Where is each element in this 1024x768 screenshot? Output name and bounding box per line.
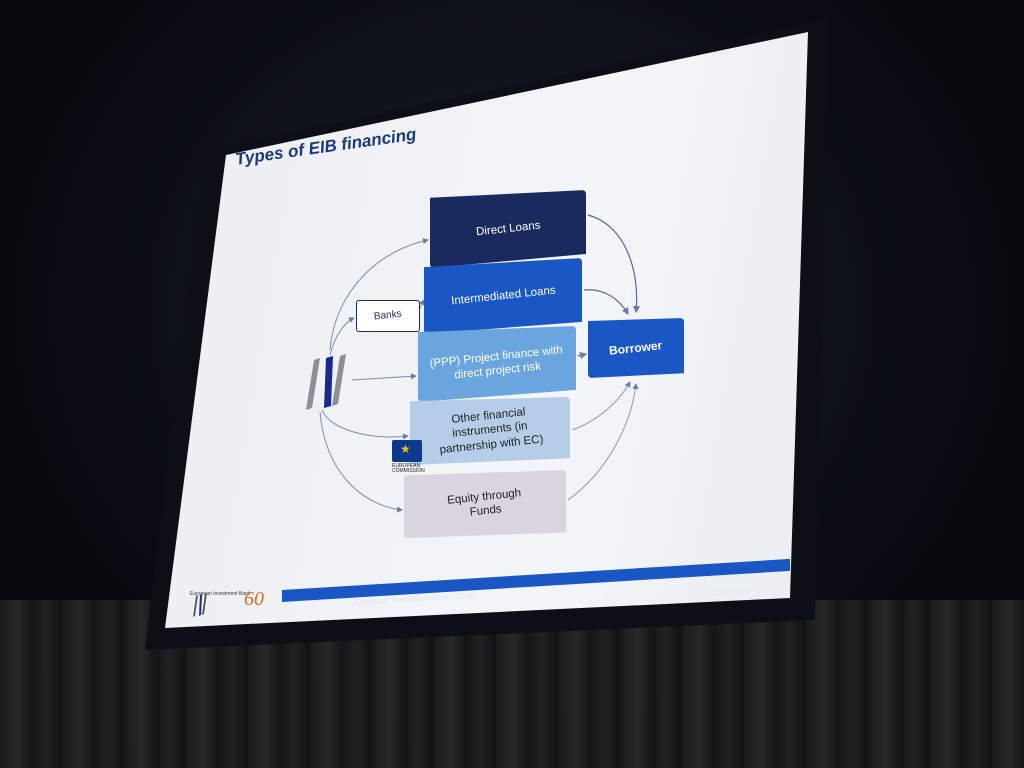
equity-through-funds-box: Equity through Funds: [404, 470, 566, 538]
ppp-project-finance-box: (PPP) Project finance with direct projec…: [418, 326, 576, 402]
anniversary-60-logo: 60: [244, 588, 264, 610]
intermediated-loans-label: Intermediated Loans: [450, 284, 556, 308]
footer-eib-logo-icon: [193, 593, 207, 617]
equity-label: Equity through Funds: [446, 486, 522, 519]
ppp-label: (PPP) Project finance with direct projec…: [429, 343, 564, 382]
european-commission-logo: EUROPEAN COMMISSION: [392, 440, 430, 482]
banks-box: Banks: [356, 300, 420, 332]
banks-label: Banks: [373, 308, 403, 323]
eu-flag-icon: [392, 440, 422, 462]
ec-logo-text: EUROPEAN COMMISSION: [392, 463, 425, 474]
borrower-box: Borrower: [588, 318, 684, 378]
intermediated-loans-box: Intermediated Loans: [424, 258, 582, 334]
footer-logo-text: European Investment Bank: [190, 591, 251, 597]
borrower-label: Borrower: [608, 337, 664, 358]
direct-loans-label: Direct Loans: [475, 219, 541, 239]
eib-logo-icon: [306, 354, 346, 410]
footer-page-number: 5: [603, 593, 608, 603]
direct-loans-box: Direct Loans: [430, 190, 586, 268]
other-financial-instruments-box: Other financial instruments (in partners…: [410, 397, 570, 465]
other-instruments-label: Other financial instruments (in partners…: [439, 406, 544, 457]
